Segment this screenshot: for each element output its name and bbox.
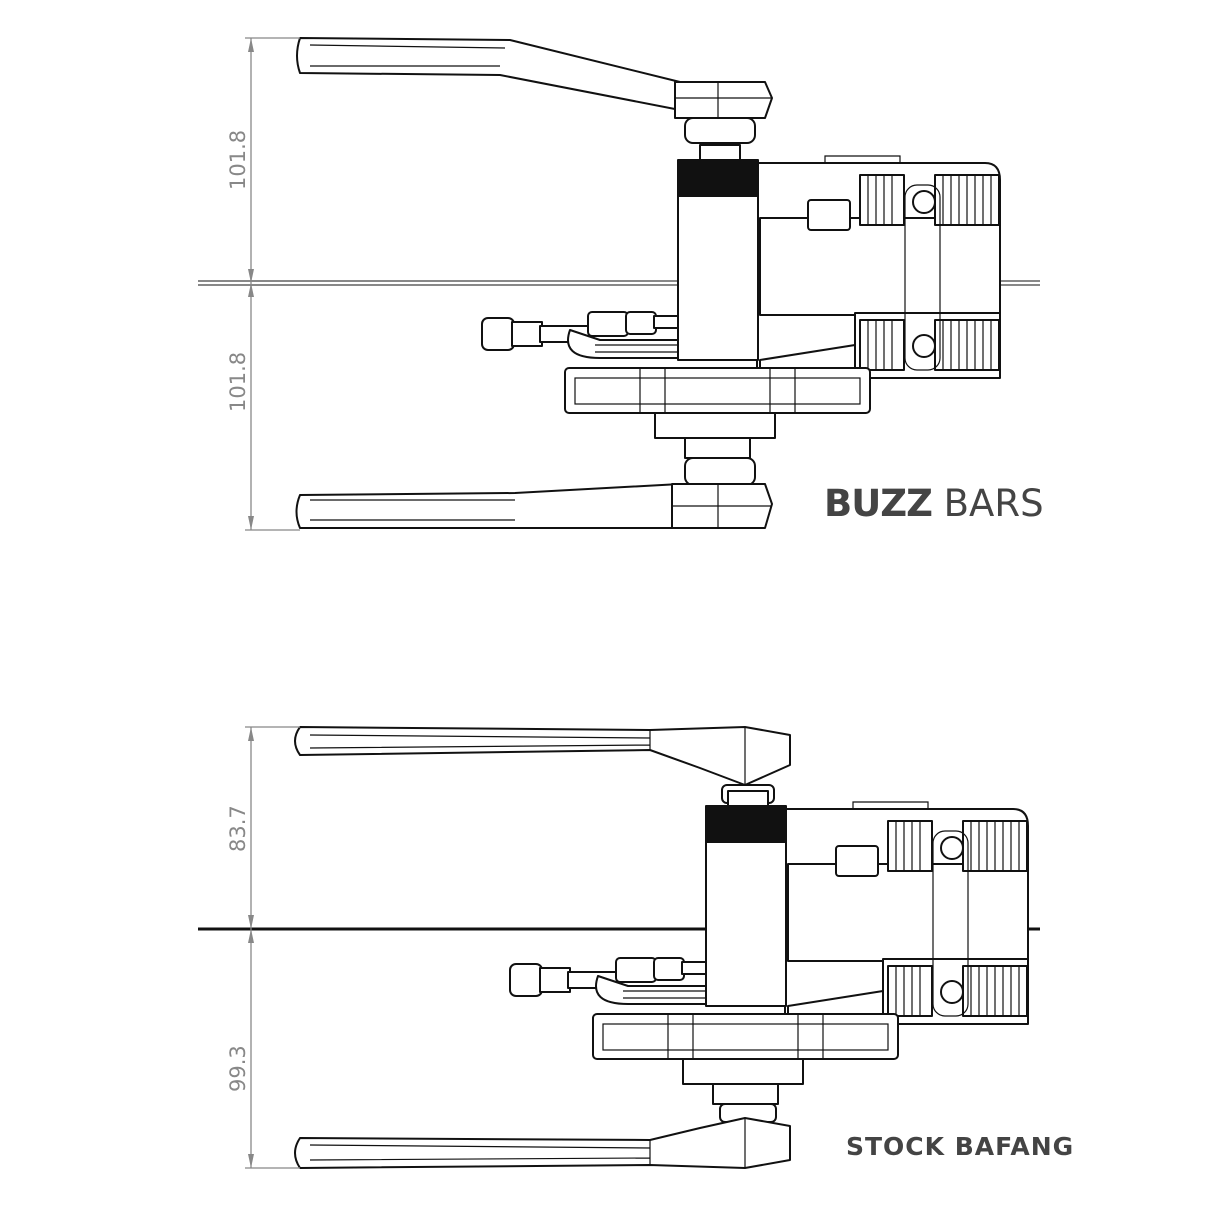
stock-bafang-drawing: 83.7 99.3	[198, 726, 1040, 1169]
dim-lower-label: 101.8	[226, 352, 250, 412]
dimension-lines	[245, 726, 300, 1169]
dim-upper-label: 101.8	[226, 130, 250, 190]
dim-lower-label: 99.3	[226, 1045, 250, 1092]
logo-regular: BARS	[943, 482, 1044, 525]
dimension-lines	[245, 37, 300, 531]
stock-bafang-label: STOCK BAFANG	[846, 1132, 1075, 1161]
buzz-bars-drawing: 101.8 101.8	[198, 37, 1040, 531]
buzz-bars-logo: BUZZ BARS	[824, 482, 1044, 525]
dim-upper-label: 83.7	[226, 805, 250, 852]
logo-bold: BUZZ	[824, 482, 933, 525]
